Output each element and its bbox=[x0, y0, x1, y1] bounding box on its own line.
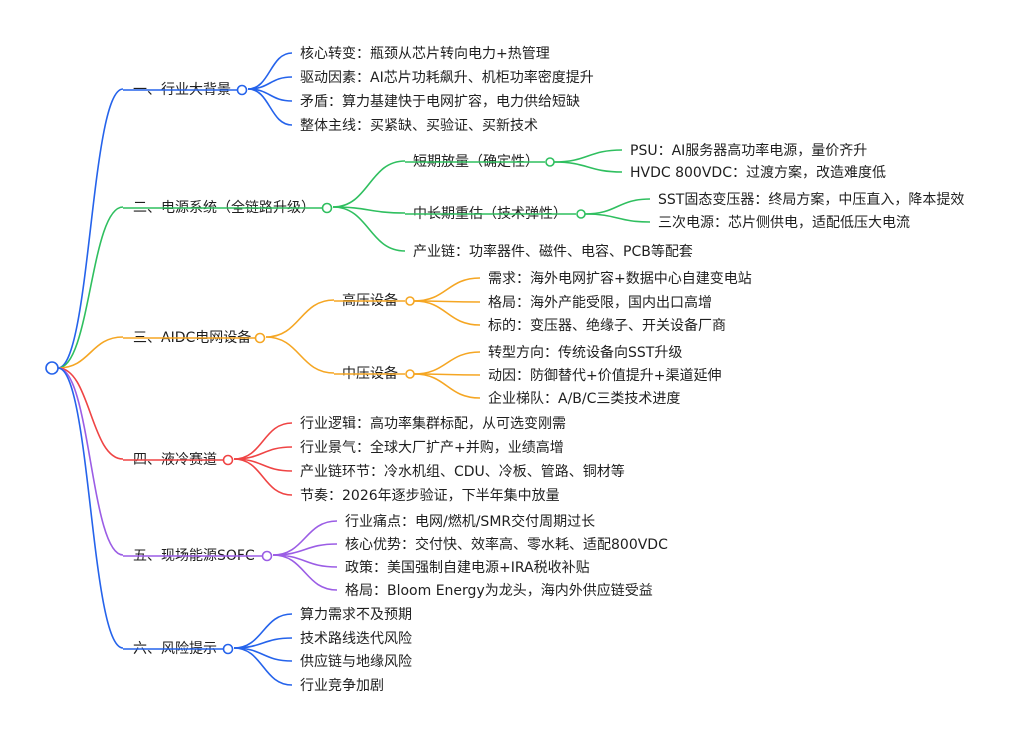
leaf-edge bbox=[553, 149, 623, 163]
leaf-edge bbox=[413, 300, 481, 326]
node-6-3-label: 供应链与地缘风险 bbox=[300, 653, 412, 670]
node-4-3-label: 产业链环节：冷水机组、CDU、冷板、管路、铜材等 bbox=[300, 463, 625, 480]
leaf-3-2-3-label: 企业梯队：A/B/C三类技术进度 bbox=[488, 390, 680, 407]
child-edge bbox=[332, 160, 406, 208]
node-connector-dot bbox=[576, 209, 586, 219]
node-5-3-label: 政策：美国强制自建电源+IRA税收补贴 bbox=[345, 559, 590, 576]
node-1-2-label: 驱动因素：AI芯片功耗飙升、机柜功率密度提升 bbox=[300, 69, 594, 86]
child-edge bbox=[247, 88, 293, 126]
leaf-3-1-3-label: 标的：变压器、绝缘子、开关设备厂商 bbox=[488, 317, 726, 334]
leaf-2-1-2-label: HVDC 800VDC：过渡方案，改造难度低 bbox=[630, 164, 886, 181]
branch-edge bbox=[57, 367, 124, 556]
branch-edge bbox=[57, 367, 124, 649]
node-5-1-label: 行业痛点：电网/燃机/SMR交付周期过长 bbox=[345, 513, 595, 530]
child-edge bbox=[233, 647, 293, 686]
node-connector-dot bbox=[545, 157, 555, 167]
child-edge bbox=[233, 458, 293, 496]
node-1-3-label: 矛盾：算力基建快于电网扩容，电力供给短缺 bbox=[300, 93, 580, 110]
branch-connector-dot bbox=[222, 643, 234, 655]
branch-edge bbox=[57, 336, 124, 369]
branch-connector-dot bbox=[222, 454, 234, 466]
branch-connector-dot bbox=[254, 332, 266, 344]
branch-edge bbox=[57, 367, 124, 460]
child-edge bbox=[265, 336, 335, 374]
leaf-3-2-2-label: 动因：防御替代+价值提升+渠道延伸 bbox=[488, 368, 721, 384]
node-connector-dot bbox=[405, 369, 415, 379]
node-4-2-label: 行业景气：全球大厂扩产+并购，业绩高增 bbox=[300, 439, 564, 456]
leaf-3-2-1-label: 转型方向：传统设备向SST升级 bbox=[488, 344, 682, 361]
branch-edge bbox=[57, 88, 124, 369]
node-4-4-label: 节奏：2026年逐步验证，下半年集中放量 bbox=[300, 487, 560, 504]
node-1-4-label: 整体主线：买紧缺、买验证、买新技术 bbox=[300, 118, 538, 134]
leaf-2-1-1-label: PSU：AI服务器高功率电源，量价齐升 bbox=[630, 142, 867, 159]
branch-edge bbox=[57, 206, 124, 369]
leaf-edge bbox=[553, 161, 623, 173]
leaf-edge bbox=[413, 351, 481, 375]
child-edge bbox=[332, 206, 406, 252]
leaf-2-2-1-label: SST固态变压器：终局方案，中压直入，降本提效 bbox=[658, 191, 964, 208]
child-edge bbox=[272, 554, 338, 591]
child-edge bbox=[332, 206, 406, 214]
branch-connector-dot bbox=[321, 202, 333, 214]
node-4-1-label: 行业逻辑：高功率集群标配，从可选变刚需 bbox=[300, 415, 566, 432]
node-6-2-label: 技术路线迭代风险 bbox=[300, 631, 412, 647]
node-5-2-label: 核心优势：交付快、效率高、零水耗、适配800VDC bbox=[345, 536, 668, 553]
child-edge bbox=[265, 299, 335, 338]
leaf-edge bbox=[584, 213, 651, 223]
leaf-3-1-2-label: 格局：海外产能受限，国内出口高增 bbox=[488, 294, 712, 311]
root-node bbox=[45, 361, 59, 375]
leaf-3-1-1-label: 需求：海外电网扩容+数据中心自建变电站 bbox=[488, 270, 752, 287]
node-2-3-label: 产业链：功率器件、磁件、电容、PCB等配套 bbox=[413, 243, 693, 260]
leaf-2-2-2-label: 三次电源：芯片侧供电，适配低压大电流 bbox=[658, 215, 910, 231]
node-connector-dot bbox=[405, 296, 415, 306]
leaf-edge bbox=[413, 373, 481, 399]
node-5-4-label: 格局：Bloom Energy为龙头，海内外供应链受益 bbox=[345, 582, 653, 599]
node-6-1-label: 算力需求不及预期 bbox=[300, 607, 412, 623]
node-1-1-label: 核心转变：瓶颈从芯片转向电力+热管理 bbox=[300, 46, 550, 62]
leaf-edge bbox=[584, 198, 651, 215]
branch-connector-dot bbox=[261, 550, 273, 562]
node-6-4-label: 行业竞争加剧 bbox=[300, 677, 384, 694]
branch-connector-dot bbox=[236, 84, 248, 96]
leaf-edge bbox=[413, 277, 481, 302]
